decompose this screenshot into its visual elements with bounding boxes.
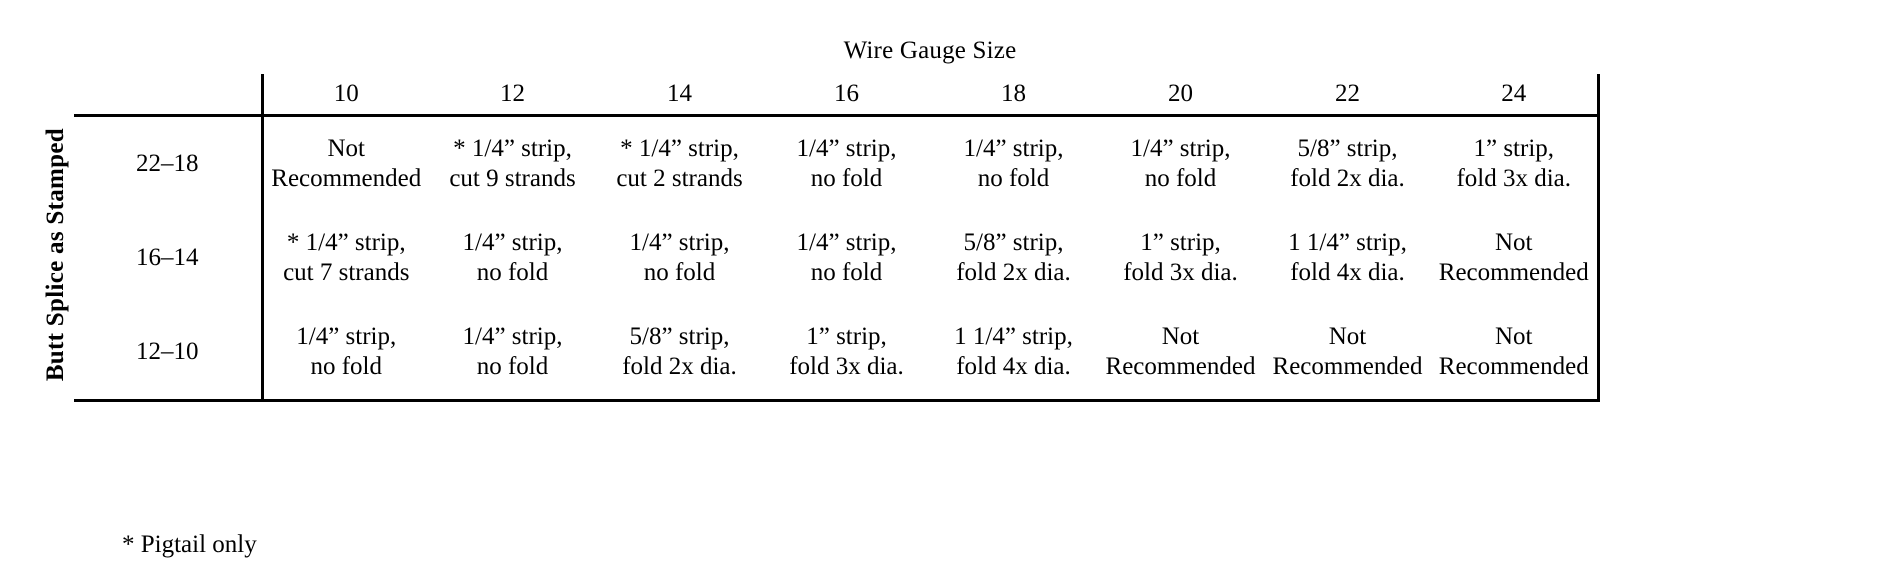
table-cell: 1” strip, fold 3x dia. xyxy=(1097,211,1264,305)
cell-line-1: 5/8” strip, xyxy=(629,323,730,350)
row-header-gauge-range: 12–10 xyxy=(74,305,262,402)
table-cell: 1 1/4” strip, fold 4x dia. xyxy=(1264,211,1431,305)
cell-line-1: 1/4” strip, xyxy=(796,135,897,162)
column-header-gauge: 22 xyxy=(1335,80,1360,108)
table-cell: * 1/4” strip, cut 9 strands xyxy=(429,114,596,211)
cell-line-2: Recommended xyxy=(1438,353,1589,380)
cell-line-2: fold 2x dia. xyxy=(622,353,737,380)
cell-line-2: no fold xyxy=(476,353,549,380)
table-cell: 1/4” strip, no fold xyxy=(429,305,596,402)
table-cell: 1/4” strip, no fold xyxy=(1097,114,1264,211)
cell-line-1: * 1/4” strip, xyxy=(286,229,406,256)
table-cell: * 1/4” strip, cut 2 strands xyxy=(596,114,763,211)
cell-line-1: 1” strip, xyxy=(1473,135,1555,162)
corner-blank-cell xyxy=(74,74,262,116)
column-header-gauge: 14 xyxy=(667,80,692,108)
footnote: * Pigtail only xyxy=(122,531,257,558)
column-header-gauge: 16 xyxy=(834,80,859,108)
cell-line-2: no fold xyxy=(310,353,383,380)
table-cell: 1/4” strip, no fold xyxy=(930,114,1097,211)
table-row: 12–10 1/4” strip, no fold 1/4” strip, no fol… xyxy=(36,305,1600,402)
corner-blank-cell xyxy=(74,28,262,74)
cell-line-1: 1” strip, xyxy=(806,323,887,350)
row-header-gauge-range: 22–18 xyxy=(74,114,262,211)
cell-line-1: * 1/4” strip, xyxy=(453,135,572,162)
table-row: 16–14 * 1/4” strip, cut 7 strands 1/4” stri… xyxy=(36,211,1600,305)
cell-line-2: no fold xyxy=(977,165,1050,192)
cell-line-2: Recommended xyxy=(271,165,422,192)
cell-line-1: 5/8” strip, xyxy=(1297,135,1398,162)
cell-line-2: fold 2x dia. xyxy=(1290,165,1405,192)
cell-line-1: 1 1/4” strip, xyxy=(1288,229,1407,256)
cell-line-1: 1/4” strip, xyxy=(963,135,1064,162)
cell-line-1: Not xyxy=(1495,229,1533,256)
table-cell: 5/8” strip, fold 2x dia. xyxy=(1264,114,1431,211)
table-cell: 1” strip, fold 3x dia. xyxy=(1431,114,1600,211)
column-header-gauge: 24 xyxy=(1431,74,1600,116)
cell-line-2: fold 4x dia. xyxy=(1290,259,1405,286)
table-cell: 5/8” strip, fold 2x dia. xyxy=(596,305,763,402)
corner-blank-cell xyxy=(36,28,74,74)
group-header-wire-gauge-size: Wire Gauge Size xyxy=(843,37,1017,65)
cell-line-1: Not xyxy=(1161,323,1200,350)
corner-blank-cell xyxy=(36,74,74,116)
side-label-text: Butt Splice as Stamped xyxy=(41,127,69,381)
cell-line-2: fold 3x dia. xyxy=(789,353,904,380)
cell-line-1: 1/4” strip, xyxy=(1130,135,1231,162)
cell-line-1: 5/8” strip, xyxy=(963,229,1064,256)
cell-line-1: 1” strip, xyxy=(1140,229,1221,256)
cell-line-2: cut 9 strands xyxy=(449,165,576,192)
cell-line-1: 1/4” strip, xyxy=(462,229,563,256)
cell-line-1: 1 1/4” strip, xyxy=(954,323,1073,350)
cell-line-2: no fold xyxy=(476,259,549,286)
cell-line-2: fold 4x dia. xyxy=(956,353,1071,380)
table-cell: 1” strip, fold 3x dia. xyxy=(763,305,930,402)
cell-line-2: fold 2x dia. xyxy=(956,259,1071,286)
table-cell: 1 1/4” strip, fold 4x dia. xyxy=(930,305,1097,402)
cell-line-2: no fold xyxy=(810,165,883,192)
table-cell: * 1/4” strip, cut 7 strands xyxy=(260,211,429,305)
column-header-gauge: 20 xyxy=(1168,80,1193,108)
table-cell: 1/4” strip, no fold xyxy=(763,211,930,305)
cell-line-1: Not xyxy=(327,135,366,162)
cell-line-2: Recommended xyxy=(1272,353,1423,380)
column-header-row: 10 12 14 16 18 20 22 24 xyxy=(36,74,1600,116)
cell-line-1: 1/4” strip, xyxy=(796,229,897,256)
table-cell: 1/4” strip, no fold xyxy=(596,211,763,305)
side-label-butt-splice-as-stamped: Butt Splice as Stamped xyxy=(36,116,74,401)
cell-line-2: no fold xyxy=(643,259,716,286)
cell-line-1: Not xyxy=(1328,323,1367,350)
table-cell: 1/4” strip, no fold xyxy=(260,305,429,402)
cell-line-1: 1/4” strip, xyxy=(296,323,397,350)
table-cell: 1/4” strip, no fold xyxy=(763,114,930,211)
cell-line-2: no fold xyxy=(810,259,883,286)
cell-line-2: fold 3x dia. xyxy=(1123,259,1238,286)
table-cell: 1/4” strip, no fold xyxy=(429,211,596,305)
cell-line-2: fold 3x dia. xyxy=(1456,165,1572,192)
group-header-row: Wire Gauge Size xyxy=(36,28,1598,74)
column-header-gauge: 18 xyxy=(1001,80,1026,108)
column-header-gauge: 12 xyxy=(500,80,525,108)
cell-line-1: 1/4” strip, xyxy=(629,229,730,256)
cell-line-2: no fold xyxy=(1144,165,1217,192)
cell-line-2: cut 2 strands xyxy=(616,165,743,192)
cell-line-2: Recommended xyxy=(1438,259,1589,286)
column-header-gauge: 10 xyxy=(260,74,429,116)
row-header-gauge-range: 16–14 xyxy=(136,244,199,272)
cell-line-1: Not xyxy=(1495,323,1533,350)
cell-line-1: 1/4” strip, xyxy=(462,323,563,350)
cell-line-2: cut 7 strands xyxy=(283,259,410,286)
cell-line-2: Recommended xyxy=(1105,353,1256,380)
cell-line-1: * 1/4” strip, xyxy=(620,135,739,162)
table-cell: 5/8” strip, fold 2x dia. xyxy=(930,211,1097,305)
